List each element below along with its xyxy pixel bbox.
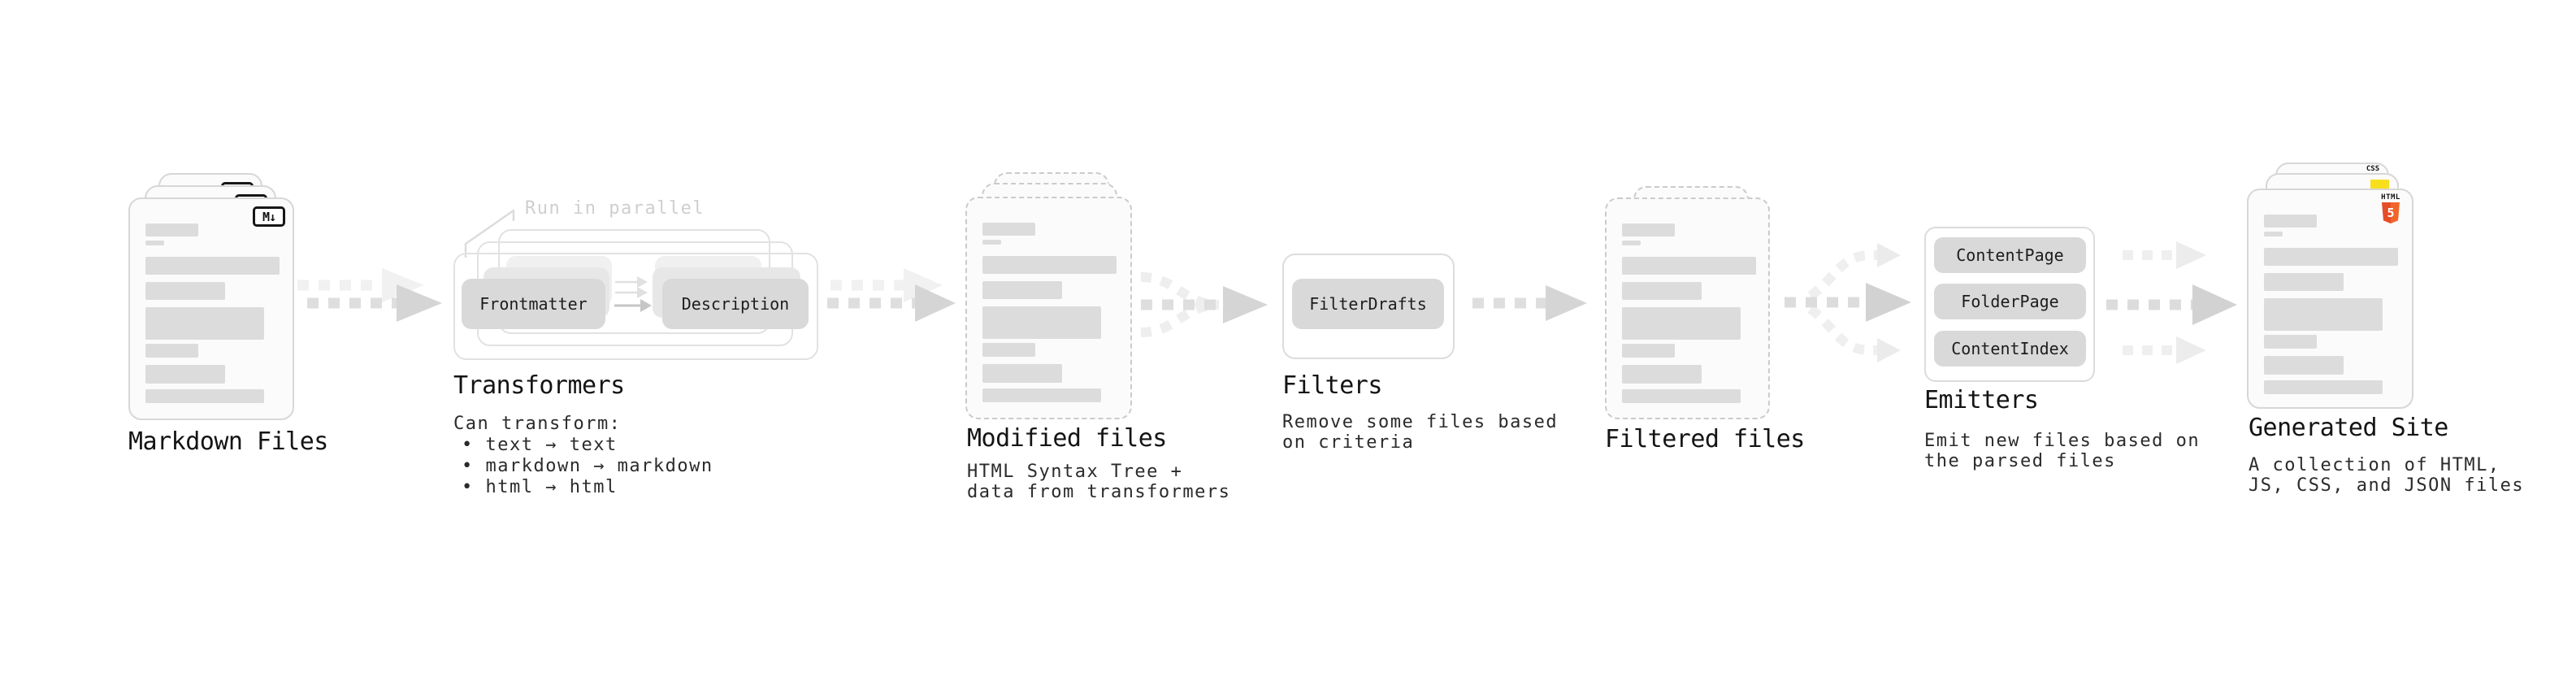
file-content-placeholder xyxy=(982,223,1117,402)
description-line: • markdown → markdown xyxy=(462,456,713,476)
description-line: data from transformers xyxy=(967,482,1231,502)
run-in-parallel-annotation: Run in parallel xyxy=(525,198,705,219)
description-line: • html → html xyxy=(462,477,618,497)
stage-label-modified-files: Modified files xyxy=(967,424,1167,453)
transformer-pill-description: Description xyxy=(662,279,809,329)
file-content-placeholder xyxy=(1622,223,1756,403)
arrow-markdown-to-transformers xyxy=(297,268,442,322)
js-icon xyxy=(2370,180,2389,189)
emitter-pill-folderpage: FolderPage xyxy=(1934,284,2086,319)
stage-description: Remove some files based on criteria xyxy=(1282,412,1558,453)
stage-label-filtered-files: Filtered files xyxy=(1605,425,1805,453)
description-line: on criteria xyxy=(1282,432,1415,453)
stage-description: A collection of HTML, JS, CSS, and JSON … xyxy=(2249,455,2524,496)
file-content-placeholder xyxy=(145,223,280,403)
emitter-pill-contentindex: ContentIndex xyxy=(1934,331,2086,367)
parallel-run-frame xyxy=(453,253,818,360)
stage-description: HTML Syntax Tree + data from transformer… xyxy=(967,462,1230,502)
arrow-filters-to-filtered xyxy=(1472,285,1587,321)
file-content-placeholder xyxy=(2264,215,2398,394)
description-line: HTML Syntax Tree + xyxy=(967,462,1183,482)
description-line: • text → text xyxy=(462,435,618,455)
markdown-icon: M↓ xyxy=(253,206,285,227)
stage-label-emitters: Emitters xyxy=(1924,386,2039,414)
arrow-transformers-to-modified xyxy=(827,268,956,322)
stage-label-transformers: Transformers xyxy=(453,371,625,400)
description-line: Remove some files based xyxy=(1282,412,1559,432)
emitter-pill-contentpage: ContentPage xyxy=(1934,237,2086,273)
transformer-pill-frontmatter: Frontmatter xyxy=(462,279,605,329)
emitters-frame xyxy=(1924,227,2095,382)
file-card-dashed xyxy=(965,197,1132,419)
arrow-filtered-to-emitters xyxy=(1785,243,1911,362)
stage-description: Can transform: • text → text • markdown … xyxy=(453,414,713,498)
description-line: the parsed files xyxy=(1924,451,2116,471)
description-line: Can transform: xyxy=(453,414,622,434)
description-line: JS, CSS, and JSON files xyxy=(2249,475,2525,496)
stage-label-markdown-files: Markdown Files xyxy=(128,427,328,456)
description-line: Emit new files based on xyxy=(1924,431,2201,451)
file-card: HTML 5 xyxy=(2247,189,2413,409)
stage-label-generated-site: Generated Site xyxy=(2249,414,2448,442)
stage-description: Emit new files based on the parsed files xyxy=(1924,431,2200,471)
file-card: M↓ xyxy=(128,197,294,420)
arrow-emitters-to-generated xyxy=(2106,241,2237,364)
filters-frame xyxy=(1282,254,1455,359)
html5-icon: HTML 5 xyxy=(2380,194,2401,223)
filter-pill-filterdrafts: FilterDrafts xyxy=(1292,279,1444,329)
file-card-dashed xyxy=(1605,197,1770,419)
stage-label-filters: Filters xyxy=(1282,371,1382,400)
description-line: A collection of HTML, xyxy=(2249,455,2500,475)
arrow-modified-to-filters xyxy=(1140,272,1268,337)
